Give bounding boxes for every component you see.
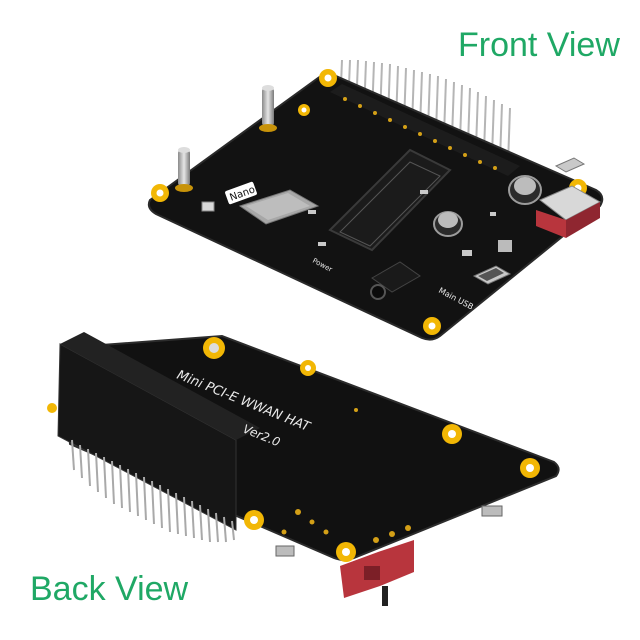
front-view-caption: Front View [458,26,620,64]
back-header-block [57,343,237,531]
back-header-pins [71,439,235,543]
back-board: Mini PCI-E WWAN HAT Ver2.0 [47,332,560,606]
front-board: Nano [147,59,604,341]
smd-components [308,190,512,256]
back-mounting-pads [47,337,540,562]
back-usb-port [275,545,295,557]
audio-jack[interactable] [370,261,421,300]
front-header-solder [343,97,497,170]
reset-button[interactable] [201,201,215,212]
back-red-switch [340,540,414,606]
back-edge-connector [481,505,503,517]
back-solder-dots [281,408,411,543]
micro-usb-port[interactable] [472,265,512,285]
front-standoffs [175,85,277,192]
power-slide-switch[interactable] [536,185,602,238]
nano-sim-slot: Nano [225,181,320,225]
micro-usb-port-top[interactable] [554,157,586,173]
capacitors [433,175,542,237]
back-view-caption: Back View [30,570,189,608]
front-header-block [330,84,520,176]
mini-pcie-slot [328,148,452,252]
